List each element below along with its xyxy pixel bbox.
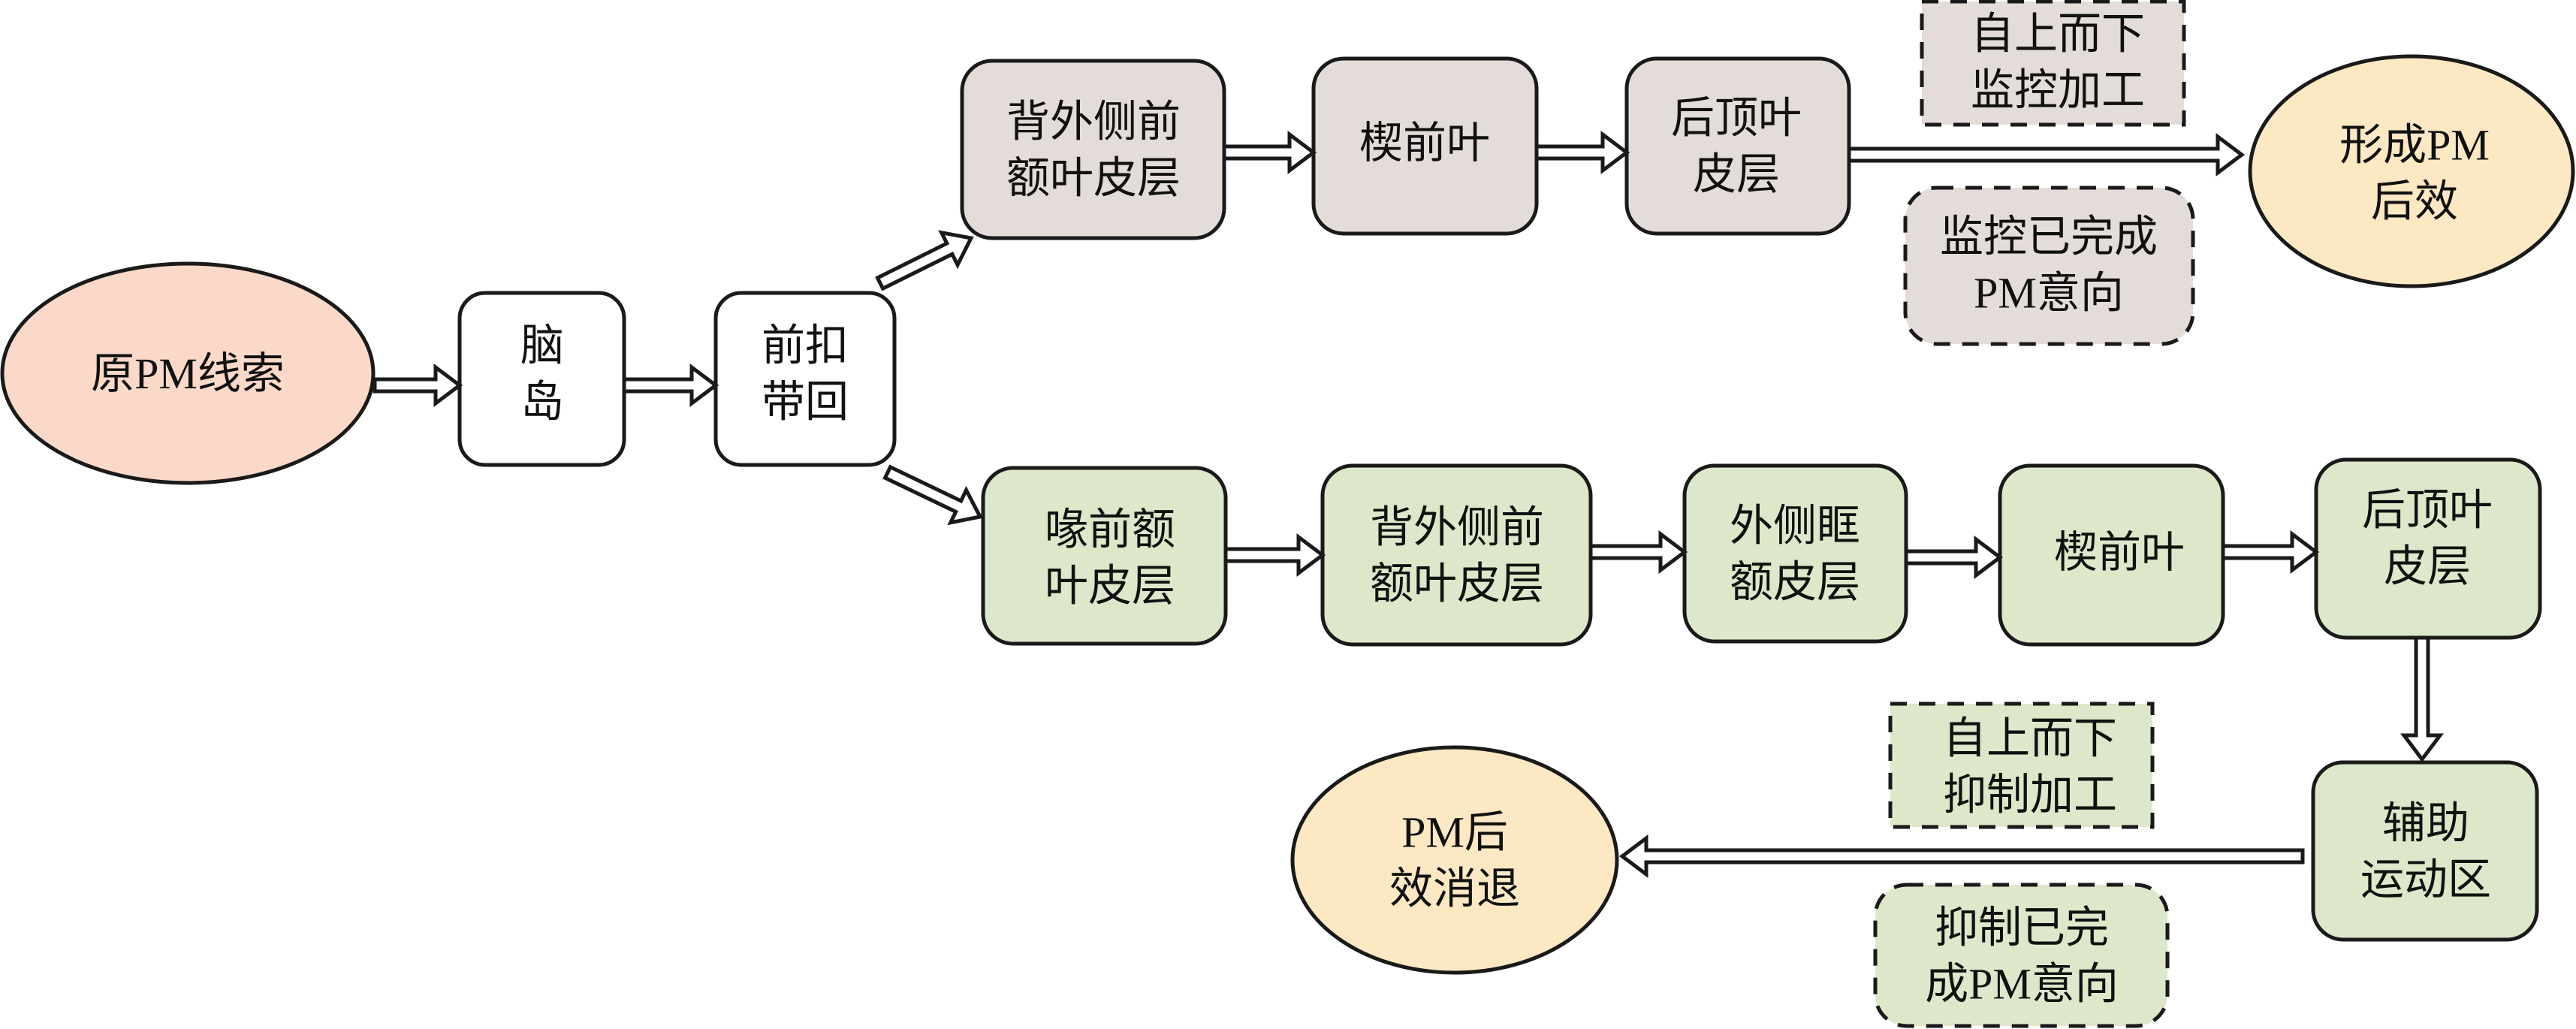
bot-state-label: 抑制已完成PM意向 [1925, 903, 2119, 1008]
bot-state-box [1873, 883, 2170, 1028]
label-line: PM后 [1401, 807, 1508, 856]
label-line: 皮层 [2384, 542, 2471, 590]
arrow-acc-to-bot-rpfc [882, 464, 983, 526]
cue-label: 原PM线索 [91, 349, 285, 398]
label-line: 辅助 [2382, 798, 2469, 847]
label-line: 背外侧前 [1370, 502, 1544, 551]
bot-rpfc-label: 喙前额叶皮层 [1045, 505, 1175, 610]
acc-node [713, 291, 897, 467]
top-ppc-label: 后顶叶皮层 [1671, 93, 1802, 198]
top-state-label: 监控已完成 PM意向 [1940, 212, 2158, 317]
label-line: 外侧眶 [1730, 501, 1860, 550]
bot-lofc-node [1682, 463, 1908, 644]
bot-dlpfc-node [1320, 463, 1593, 647]
top-process-box [1920, 0, 2186, 127]
bot-outcome-label: PM后效消退 [1389, 807, 1520, 913]
label-line: 运动区 [2360, 855, 2491, 904]
label-line: 岛 [520, 377, 564, 426]
label-line: 额叶皮层 [1006, 153, 1181, 202]
acc-label: 前扣带回 [762, 321, 849, 426]
top-state-box [1903, 186, 2195, 346]
label-line: 成PM意向 [1925, 959, 2119, 1008]
top-process-label: 自上而下监控加工 [1971, 9, 2145, 114]
label-line: 监控已完成 [1940, 212, 2158, 261]
top-precuneus-label: 楔前叶 [1359, 119, 1490, 167]
arrow-bot-rpfc-to-dlpfc [1223, 533, 1326, 577]
bot-outcome-node [1290, 745, 1619, 975]
label-line: 脑 [520, 321, 564, 370]
bot-process-label: 自上而下抑制加工 [1943, 714, 2117, 819]
bot-rpfc-node [981, 466, 1228, 646]
top-outcome-label: 形成PM 后效 [2339, 120, 2490, 225]
label-line: 喙前额 [1045, 505, 1175, 554]
label-line: 后顶叶 [2362, 485, 2493, 534]
label-line: 带回 [762, 377, 849, 426]
label-line: 效消退 [1389, 864, 1520, 913]
label-line: PM意向 [1974, 268, 2124, 317]
arrow-top-ppc-to-outcome [1847, 133, 2246, 177]
top-dlpfc-label: 背外侧前额叶皮层 [1006, 97, 1181, 202]
label-line: 前扣 [762, 321, 849, 370]
label-line: 皮层 [1693, 149, 1780, 198]
arrow-bot-dlpfc-to-lofc [1588, 530, 1688, 574]
label-line: 形成PM [2339, 120, 2490, 169]
label-line: 后顶叶 [1671, 93, 1802, 142]
arrow-insula-to-acc [622, 364, 719, 407]
top-ppc-node [1624, 56, 1851, 236]
label-line: 抑制加工 [1943, 770, 2117, 819]
top-outcome-node [2248, 54, 2575, 288]
bot-ppc-label: 后顶叶皮层 [2362, 485, 2493, 590]
label-line: 背外侧前 [1006, 97, 1181, 146]
label-line: 楔前叶 [1359, 119, 1490, 167]
bot-sma-label: 辅助运动区 [2360, 798, 2491, 904]
label-line: 额叶皮层 [1370, 559, 1544, 608]
cue-node [0, 261, 376, 485]
label-line: 叶皮层 [1045, 561, 1175, 610]
bot-precuneus-label: 楔前叶 [2054, 528, 2185, 577]
arrow-acc-to-top-dlpfc [875, 230, 974, 291]
label-line: 自上而下 [1943, 714, 2117, 762]
label-line: 后效 [2371, 177, 2458, 225]
arrow-top-dlpfc-to-precuneus [1222, 131, 1317, 174]
bot-lofc-label: 外侧眶额皮层 [1730, 501, 1860, 606]
label-line: 自上而下 [1971, 9, 2145, 58]
top-dlpfc-node [960, 59, 1226, 240]
bot-process-box [1888, 702, 2155, 829]
bot-dlpfc-label: 背外侧前额叶皮层 [1370, 502, 1544, 608]
label-line: 监控加工 [1971, 65, 2145, 114]
arrow-bot-lofc-to-precuneus [1904, 536, 2004, 579]
label-line: 原PM线索 [91, 349, 285, 398]
insula-label: 脑岛 [520, 321, 564, 426]
label-line: 额皮层 [1730, 557, 1860, 606]
arrow-top-precuneus-to-ppc [1534, 131, 1630, 174]
arrow-bot-precuneus-to-ppc [2221, 530, 2320, 574]
label-line: 抑制已完 [1935, 903, 2109, 952]
bot-sma-node [2311, 760, 2539, 942]
label-line: 楔前叶 [2054, 528, 2185, 577]
arrow-sma-to-outcome [1618, 834, 2305, 878]
arrow-cue-to-insula [373, 364, 463, 407]
arrow-bot-ppc-to-sma [2400, 635, 2444, 763]
